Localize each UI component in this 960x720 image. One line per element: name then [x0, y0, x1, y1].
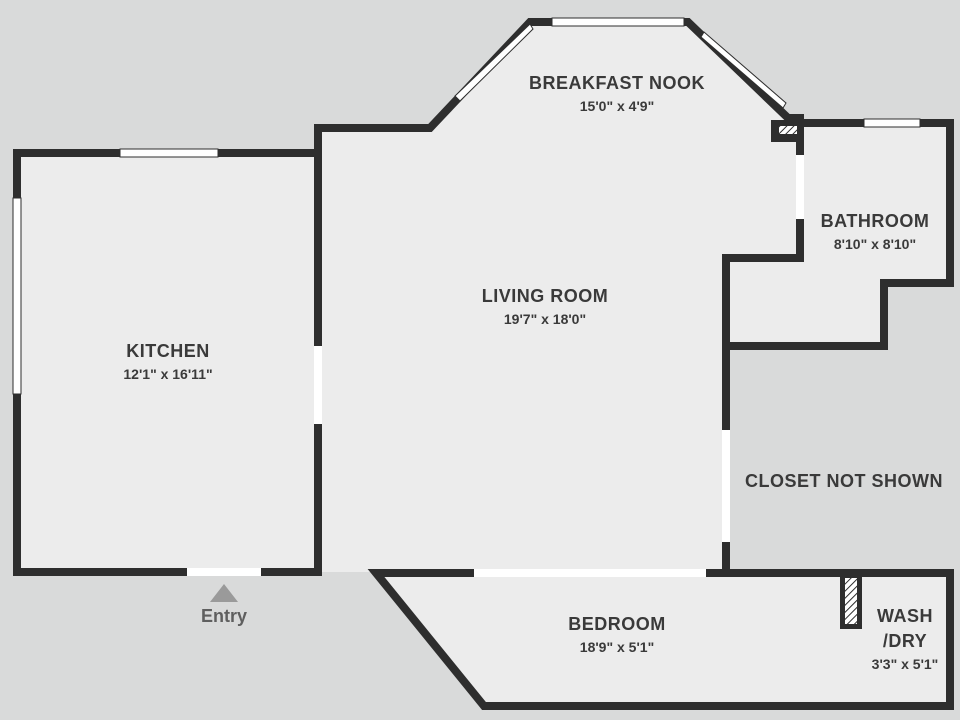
living-closet-opening — [722, 430, 730, 542]
room-name-line2: /DRY — [882, 631, 928, 651]
living-room-floor — [318, 22, 800, 572]
bathroom-vent-hatch — [779, 126, 797, 134]
window-nook-right — [700, 31, 787, 109]
room-dimensions: 3'3" x 5'1" — [871, 656, 939, 672]
room-name: BATHROOM — [820, 211, 930, 231]
window-kitchen-left — [12, 197, 22, 395]
room-name-line1: WASH — [877, 606, 933, 626]
closet-note: CLOSET NOT SHOWN — [745, 471, 943, 492]
room-name: LIVING ROOM — [481, 286, 609, 306]
closet-note-text: CLOSET NOT SHOWN — [745, 471, 943, 491]
entry-door — [187, 568, 261, 576]
room-dimensions: 19'7" x 18'0" — [503, 311, 587, 327]
bedroom-wall — [367, 569, 954, 710]
label-bedroom: BEDROOM 18'9" x 5'1" — [568, 614, 666, 655]
window-bathroom-top — [863, 118, 921, 128]
bathroom-floor — [730, 123, 950, 346]
wash-dry-divider-hatch — [845, 578, 857, 624]
room-dimensions: 8'10" x 8'10" — [833, 236, 917, 252]
kitchen-living-opening — [314, 346, 322, 424]
label-kitchen: KITCHEN 12'1" x 16'11" — [123, 341, 212, 382]
room-dimensions: 18'9" x 5'1" — [579, 639, 655, 655]
kitchen-floor — [17, 153, 318, 572]
nook-bathroom-opening — [796, 155, 804, 219]
openings — [187, 155, 804, 577]
bedroom-floor — [376, 573, 950, 706]
room-dimensions: 15'0" x 4'9" — [579, 98, 655, 114]
window-kitchen-top — [119, 148, 219, 158]
room-name: KITCHEN — [126, 341, 210, 361]
window-nook-left — [454, 23, 534, 102]
label-breakfast-nook: BREAKFAST NOOK 15'0" x 4'9" — [529, 73, 705, 114]
entry-arrow-icon — [210, 584, 238, 602]
room-name: BEDROOM — [568, 614, 666, 634]
label-living-room: LIVING ROOM 19'7" x 18'0" — [482, 286, 609, 327]
label-bathroom: BATHROOM 8'10" x 8'10" — [821, 211, 930, 252]
living-bedroom-opening — [474, 569, 706, 577]
label-wash-dry: WASH /DRY 3'3" x 5'1" — [872, 606, 939, 672]
windows — [12, 17, 921, 395]
living-room-outer-wall — [314, 18, 804, 576]
window-nook-top — [551, 17, 685, 27]
bathroom-wall — [726, 119, 954, 350]
entry-label: Entry — [200, 606, 248, 626]
room-name: BREAKFAST NOOK — [528, 73, 706, 93]
room-dimensions: 12'1" x 16'11" — [123, 366, 213, 382]
